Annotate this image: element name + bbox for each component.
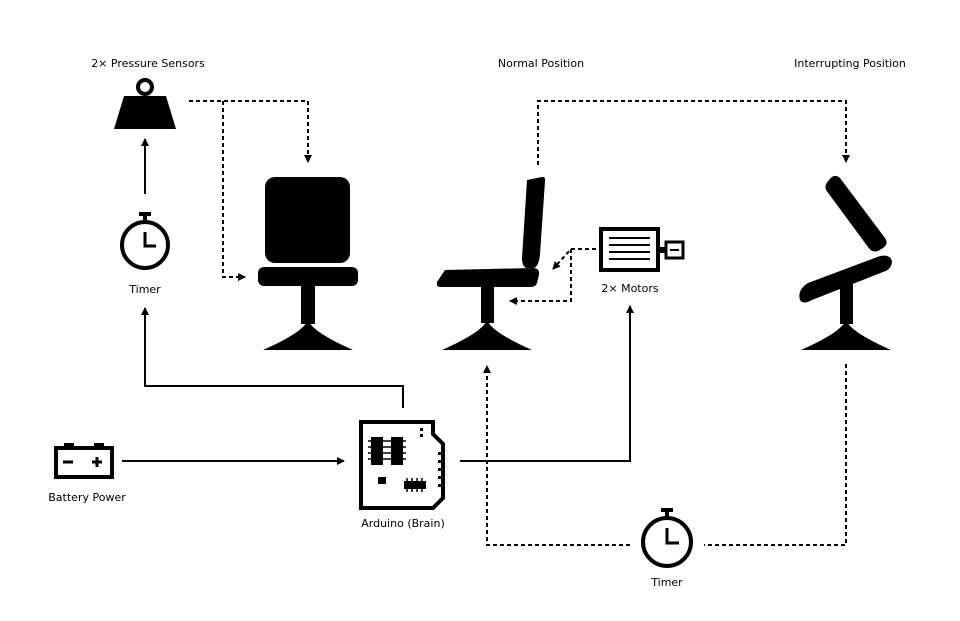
sensor-to-chair-top-arrow: [189, 100, 312, 163]
arduino-label: Arduino (Brain): [361, 517, 444, 530]
arduino-to-timer-arrow: [141, 307, 404, 408]
circuit-board-icon: [359, 420, 445, 510]
motors-to-backrest-arrow: [552, 248, 596, 270]
timer-bottom-label: Timer: [650, 576, 683, 589]
chair-interrupting-position: [799, 175, 892, 350]
arduino-to-motors-arrow: [460, 305, 634, 462]
chair-normal-position: [436, 177, 546, 350]
interrupting-position-label: Interrupting Position: [794, 57, 906, 70]
timer-to-normal-arrow: [483, 365, 630, 546]
dashed-connectors: [189, 100, 850, 546]
chair-icon: [258, 177, 358, 350]
weight-icon: [114, 78, 176, 129]
pressure-sensors-label: 2× Pressure Sensors: [91, 57, 205, 70]
battery-label: Battery Power: [48, 491, 126, 504]
stopwatch-icon: [641, 508, 693, 568]
normal-position-label: Normal Position: [498, 57, 584, 70]
motor-icon: [599, 227, 685, 272]
normal-to-interrupting-arrow: [537, 100, 850, 165]
sensor-to-chair-seat-arrow: [222, 101, 246, 281]
interrupting-to-timer-line: [704, 364, 847, 546]
solid-connectors: [122, 138, 634, 465]
battery-icon: [54, 443, 114, 479]
timer-left-label: Timer: [128, 283, 161, 296]
motors-label: 2× Motors: [601, 282, 658, 295]
motors-to-seat-arrow: [509, 249, 572, 305]
stopwatch-icon: [120, 212, 170, 270]
